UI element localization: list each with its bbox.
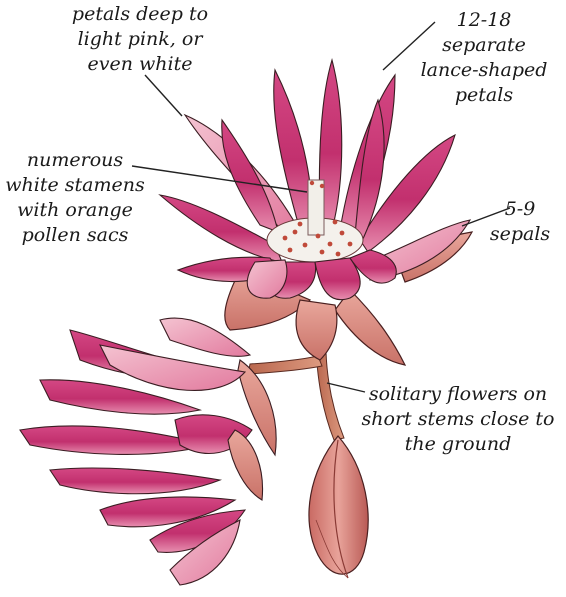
leader-line-stamens <box>132 166 307 192</box>
leader-line-petal-color <box>145 75 182 116</box>
label-stamens: numerous white stamens with orange polle… <box>0 148 150 248</box>
label-sepals: 5-9 sepals <box>484 197 556 247</box>
label-stems: solitary flowers on short stems close to… <box>360 382 556 457</box>
flower-bud <box>309 436 368 578</box>
label-petal-count: 12-18 separate lance-shaped petals <box>420 8 548 108</box>
label-petal-color: petals deep to light pink, or even white <box>56 2 224 77</box>
side-flower <box>20 318 276 585</box>
